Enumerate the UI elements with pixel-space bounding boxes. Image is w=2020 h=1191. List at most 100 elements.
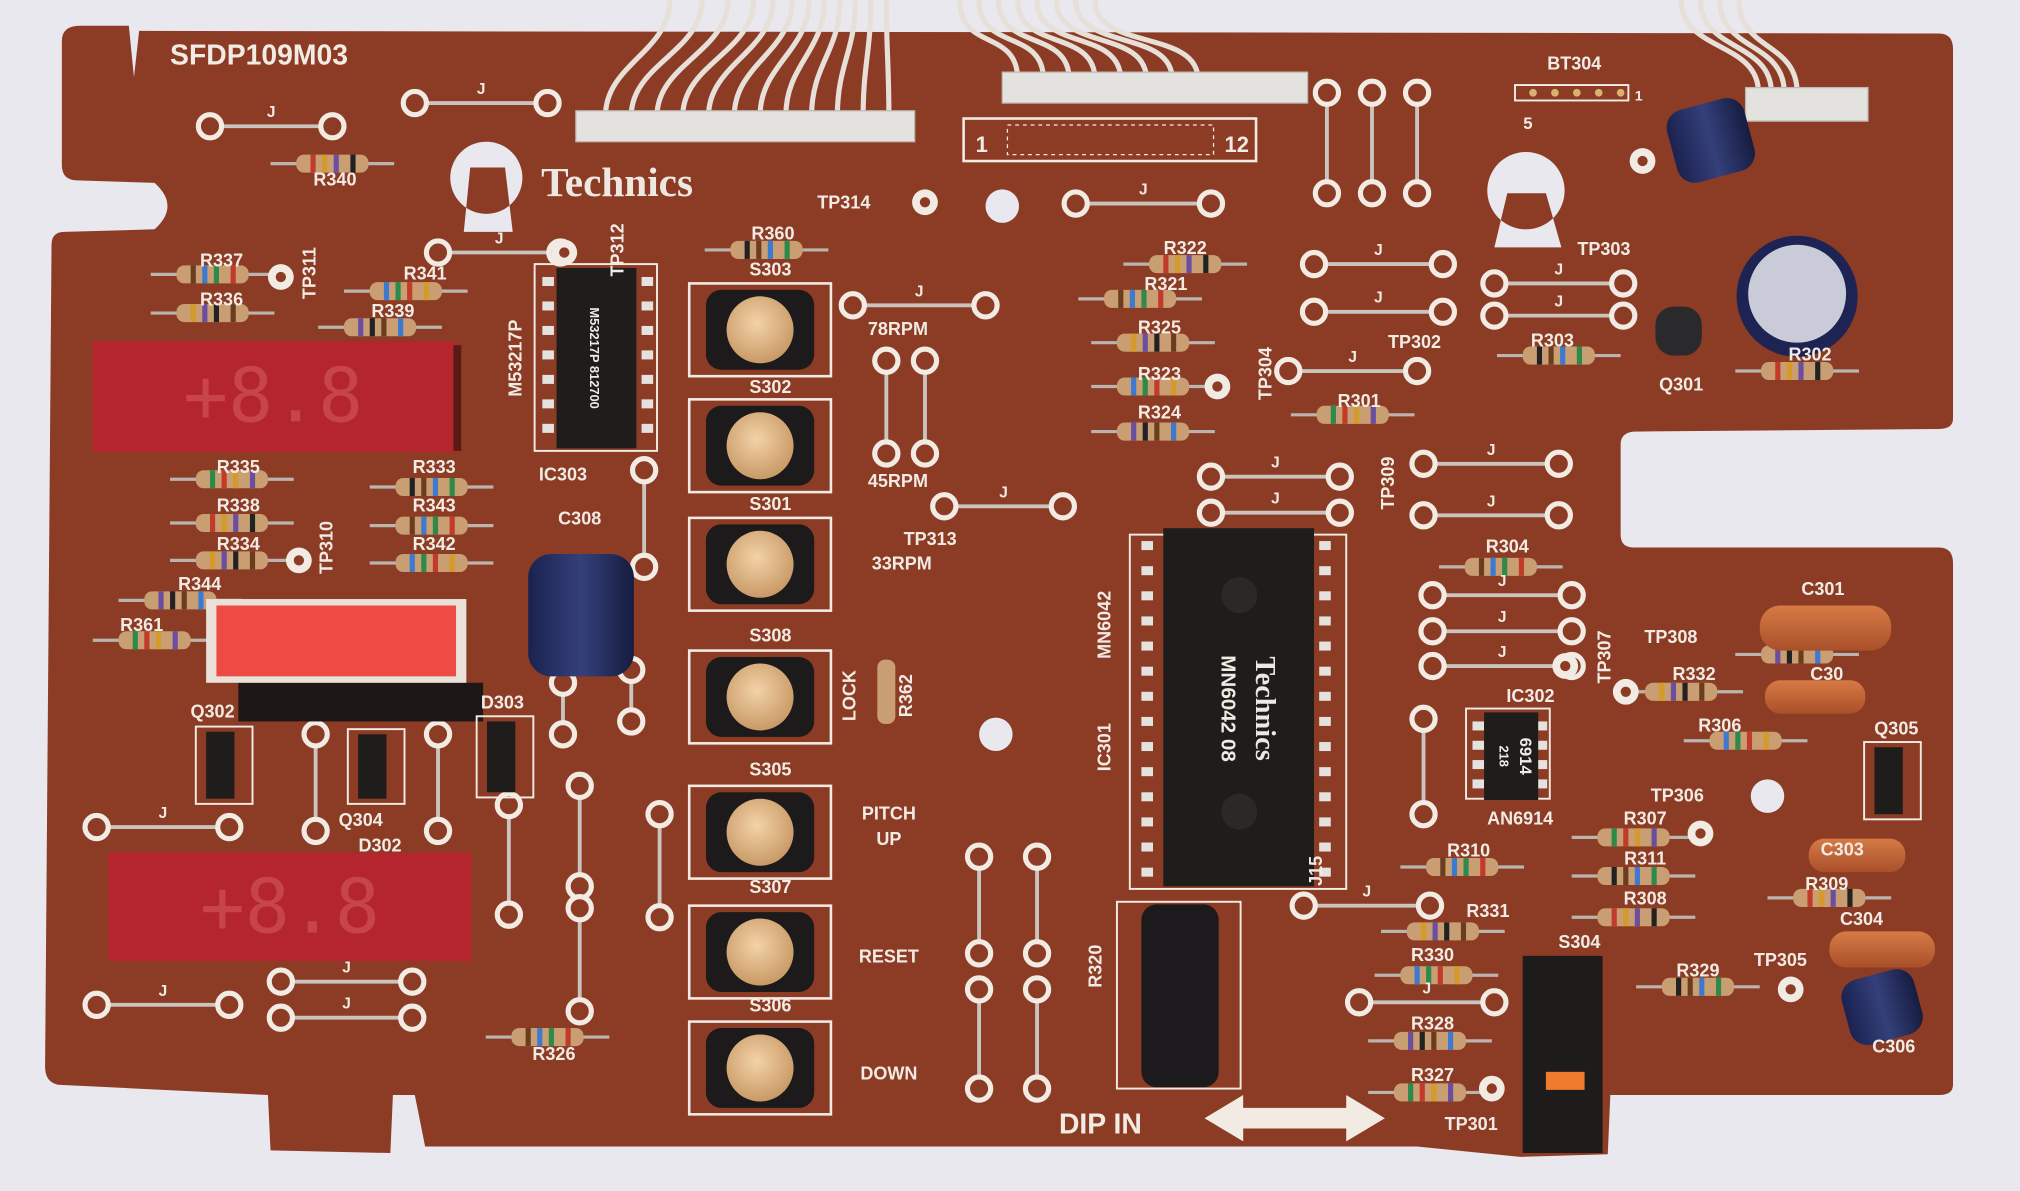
silkscreen-label-c304: C304: [1840, 909, 1883, 929]
resistor-band: [1454, 966, 1460, 985]
jumper-label: J: [342, 960, 351, 977]
resistor: [395, 516, 468, 535]
resistor-band: [1448, 1031, 1454, 1050]
silkscreen-label-r341: R341: [404, 264, 447, 284]
resistor-band: [230, 304, 236, 323]
resistor-band: [249, 470, 256, 489]
ic-pin: [1141, 817, 1153, 827]
resistor-band: [449, 516, 455, 535]
silkscreen-label-r361: R361: [120, 615, 163, 635]
silkscreen-label-tp304: TP304: [1256, 347, 1276, 400]
ic-pin: [1319, 867, 1331, 877]
resistor-band: [1775, 645, 1781, 664]
resistor-band: [1576, 346, 1582, 365]
wire: [1697, 0, 1774, 93]
solder-pad: [1312, 78, 1342, 107]
resistor-band: [1431, 1031, 1437, 1050]
silkscreen-label-tp311: TP311: [300, 247, 320, 299]
ic-pin: [1319, 767, 1331, 777]
wire: [654, 0, 731, 117]
resistor-band: [1158, 289, 1164, 308]
resistor-band: [1203, 255, 1209, 274]
button-outline: [687, 649, 833, 745]
wire: [1092, 0, 1201, 81]
solder-pad: [1480, 301, 1509, 330]
solder-pad: [1048, 492, 1077, 521]
resistor-band: [1518, 557, 1525, 576]
wire: [602, 0, 673, 117]
solder-pad: [301, 816, 330, 846]
resistor-band: [209, 470, 216, 489]
test-point-hole: [1560, 660, 1571, 672]
silkscreen-label-tp313: TP313: [904, 529, 957, 549]
button-outline: [687, 516, 833, 612]
ic-pin: [1141, 867, 1153, 877]
ic-pin: [1472, 721, 1485, 731]
jumper-label: J: [1374, 290, 1383, 307]
solder-pad: [1409, 449, 1438, 478]
resistor-band: [1463, 857, 1469, 877]
solder-pad: [930, 492, 959, 521]
transistor: [206, 731, 235, 799]
jumper-label: J: [159, 983, 168, 1000]
solder-pad: [838, 291, 868, 320]
jumper-wires: [82, 78, 1638, 1103]
solder-pad: [1196, 189, 1226, 218]
ic-pin: [1141, 641, 1153, 651]
jumper-label: J: [1271, 491, 1280, 508]
solder-pad: [318, 112, 347, 141]
ic-pin: [641, 301, 654, 311]
jumper-label: J: [477, 81, 486, 98]
solder-pad: [1418, 581, 1447, 610]
silkscreen-label-tp305: TP305: [1754, 950, 1807, 970]
ic-pin: [641, 374, 654, 384]
resistor-band: [1786, 362, 1792, 381]
resistor-band: [1611, 908, 1617, 927]
solder-pad: [533, 88, 562, 118]
resistor-band: [1819, 888, 1825, 907]
solder-pad: [1402, 356, 1432, 386]
silkscreen-label-r340: R340: [313, 170, 356, 190]
wire: [705, 0, 776, 117]
button-cap: [726, 530, 794, 598]
resistor-band: [202, 304, 208, 323]
silkscreen-label-r311: R311: [1624, 848, 1666, 868]
resistor-band: [1775, 362, 1781, 381]
solder-pad: [1196, 462, 1226, 491]
resistor-band: [1174, 255, 1181, 274]
resistor-band: [1651, 867, 1657, 886]
silkscreen-label-r322: R322: [1164, 238, 1207, 258]
solder-pad: [964, 975, 994, 1004]
silkscreen-label-45rpm: 45RPM: [868, 471, 928, 491]
silkscreen-label-s302: S302: [749, 377, 791, 397]
transistor: [486, 721, 516, 793]
resistor-band: [1451, 857, 1458, 877]
resistor-band: [1490, 557, 1496, 576]
silkscreen-label-r329: R329: [1676, 961, 1719, 981]
silkscreen-label-tp301: TP301: [1445, 1114, 1498, 1134]
solder-pad: [398, 967, 427, 996]
resistor-band: [421, 553, 427, 572]
solder-pad: [398, 1003, 427, 1032]
resistor-band: [1186, 255, 1192, 274]
bt304-pin-5: 5: [1523, 114, 1532, 133]
ic-pin: [1535, 760, 1548, 770]
silkscreen-label-r331: R331: [1466, 901, 1509, 921]
resistor-band: [190, 304, 196, 323]
resistor-band: [432, 553, 439, 572]
wire: [995, 0, 1072, 80]
ribbon-wires: [602, 0, 1800, 117]
resistor-band: [1171, 377, 1177, 396]
silkscreen-label-up: UP: [876, 829, 901, 849]
resistor-band: [358, 318, 364, 337]
ic-pin: [1319, 742, 1331, 752]
jumper-label: J: [999, 484, 1008, 501]
resistor: [1597, 908, 1670, 927]
resistor-band: [432, 516, 439, 535]
resistor-band: [1682, 682, 1688, 701]
jumper-label: J: [342, 996, 351, 1013]
silkscreen-label-r327: R327: [1411, 1065, 1454, 1085]
solder-pad: [1557, 581, 1586, 610]
silkscreen-label-s304: S304: [1558, 932, 1600, 952]
